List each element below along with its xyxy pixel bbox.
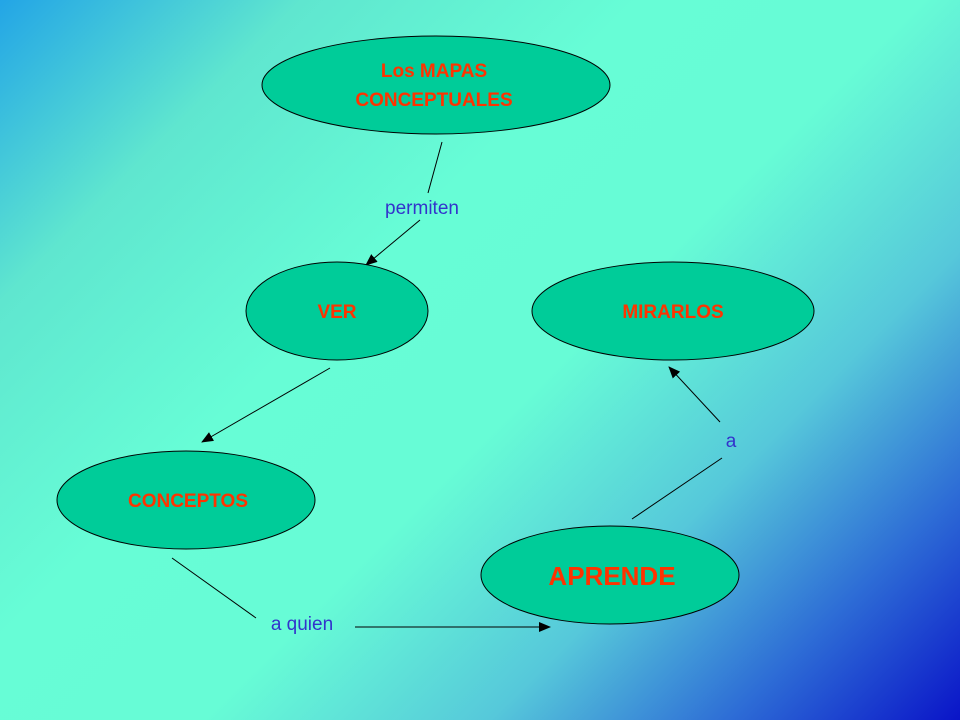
node-aprende-label: APRENDE: [548, 561, 675, 591]
link-label-a: a: [726, 431, 737, 452]
node-mapas-ellipse: [261, 35, 611, 135]
connector-aprende-to-a: [631, 457, 723, 520]
node-ver-label: VER: [317, 302, 356, 323]
arrow-permiten-to-ver: [365, 219, 421, 266]
arrow-a-to-mirarlos: [668, 366, 721, 423]
node-ver-ellipse: [245, 261, 429, 361]
node-conceptos: CONCEPTOS: [56, 450, 316, 550]
node-mirarlos: MIRARLOS: [531, 261, 815, 361]
link-label-a-quien: a quien: [271, 614, 333, 635]
node-conceptos-ellipse: [56, 450, 316, 550]
node-ver: VER: [245, 261, 429, 361]
arrow-ver-to-conceptos: [201, 367, 331, 443]
connector-conceptos-to-aquien: [171, 557, 257, 619]
node-mirarlos-label: MIRARLOS: [622, 302, 723, 323]
node-aprende: APRENDE: [480, 525, 740, 625]
node-conceptos-label: CONCEPTOS: [128, 491, 248, 512]
node-mirarlos-ellipse: [531, 261, 815, 361]
link-label-permiten: permiten: [385, 198, 459, 219]
node-aprende-ellipse: [480, 525, 740, 625]
node-mapas-conceptuales: Los MAPAS CONCEPTUALES: [261, 35, 611, 135]
node-mapas-line1: Los MAPAS: [381, 61, 487, 82]
node-mapas-line2: CONCEPTUALES: [355, 90, 512, 111]
connector-mapas-to-permiten: [427, 141, 443, 194]
